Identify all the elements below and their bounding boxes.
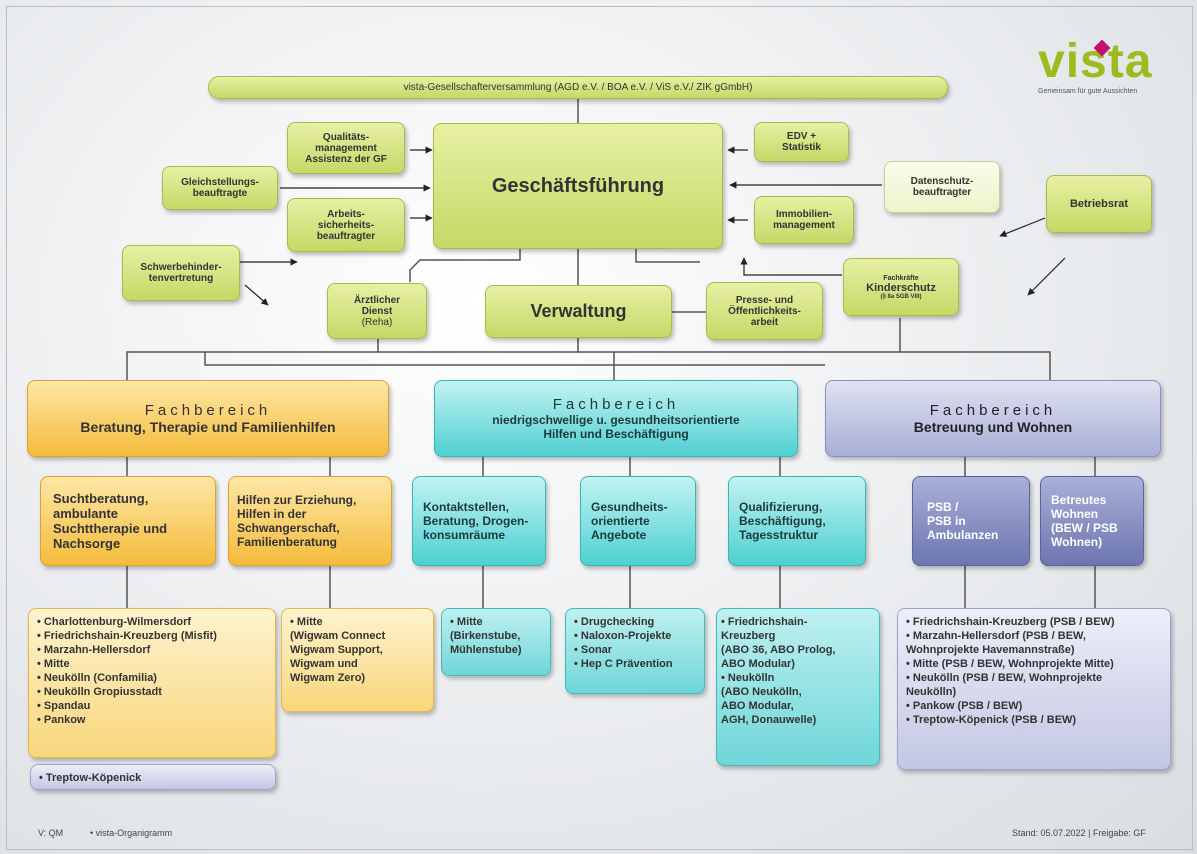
kinderschutz-top: Fachkräfte <box>883 274 919 282</box>
list-item: • Marzahn-Hellersdorf <box>37 644 151 656</box>
footer-version: V: QM <box>38 828 64 838</box>
list-item: • Mitte (Birkenstube, Mühlenstube) <box>450 616 522 656</box>
kinderschutz-sub: (§ 8a SGB VIII) <box>880 293 922 300</box>
list-item: • Treptow-Köpenick (PSB / BEW) <box>906 714 1077 726</box>
area-qualifizierung: Qualifizierung, Beschäftigung, Tagesstru… <box>728 476 866 566</box>
aerztlicher-dienst-title: Ärztlicher Dienst <box>353 294 401 317</box>
list-item: • Neukölln Gropiusstadt <box>37 686 162 698</box>
list-item: • Mitte (Wigwam Connect Wigwam Support, … <box>290 616 386 684</box>
fachbereich-niedrigschwellig: Fachbereich niedrigschwellige u. gesundh… <box>434 380 798 457</box>
list-item: • Mitte <box>37 658 70 670</box>
geschaeftsfuehrung-box: Geschäftsführung <box>433 123 723 249</box>
list-item: • Neukölln (Confamilia) <box>37 672 157 684</box>
fachbereich-title: Betreuung und Wohnen <box>913 419 1073 435</box>
list-item: • Hep C Prävention <box>574 658 673 670</box>
footer-title: • vista-Organigramm <box>90 828 173 838</box>
list-kontakt: • Mitte (Birkenstube, Mühlenstube) <box>441 608 551 676</box>
aerztlicher-dienst-box: Ärztlicher Dienst (Reha) <box>327 283 427 339</box>
list-wohnen: • Friedrichshain-Kreuzberg (PSB / BEW) •… <box>897 608 1171 770</box>
gleichstellung-box: Gleichstellungs- beauftragte <box>162 166 278 210</box>
list-item: • Pankow <box>37 714 86 726</box>
list-item: • Neukölln (ABO Neukölln, ABO Modular, A… <box>721 672 817 726</box>
fachbereich-title: Beratung, Therapie und Familienhilfen <box>80 419 336 435</box>
fachbereich-label: Fachbereich <box>929 402 1057 419</box>
list-item: • Naloxon-Projekte <box>574 630 672 642</box>
list-item: • Drugchecking <box>574 616 655 628</box>
list-item: • Pankow (PSB / BEW) <box>906 700 1023 712</box>
list-item: • Friedrichshain-Kreuzberg (PSB / BEW) <box>906 616 1115 628</box>
list-item: • Charlottenburg-Wilmersdorf <box>37 616 192 628</box>
area-betreutes-wohnen: Betreutes Wohnen (BEW / PSB Wohnen) <box>1040 476 1144 566</box>
area-hilfen-erziehung: Hilfen zur Erziehung, Hilfen in der Schw… <box>228 476 392 566</box>
area-psb: PSB / PSB in Ambulanzen <box>912 476 1030 566</box>
list-treptow: • Treptow-Köpenick <box>30 764 276 790</box>
vista-logo: vista Gemeinsam für gute Aussichten <box>1038 38 1163 96</box>
fachbereich-beratung: Fachbereich Beratung, Therapie und Famil… <box>27 380 389 457</box>
area-suchtberatung: Suchtberatung, ambulante Suchttherapie u… <box>40 476 216 566</box>
list-item: • Mitte (PSB / BEW, Wohnprojekte Mitte) <box>906 658 1114 670</box>
list-gesundheit: • Drugchecking • Naloxon-Projekte • Sona… <box>565 608 705 694</box>
list-item: • Sonar <box>574 644 613 656</box>
aerztlicher-dienst-sub: (Reha) <box>361 316 393 328</box>
list-item: • Spandau <box>37 700 91 712</box>
fachbereich-wohnen: Fachbereich Betreuung und Wohnen <box>825 380 1161 457</box>
list-sucht: • Charlottenburg-Wilmersdorf • Friedrich… <box>28 608 276 758</box>
list-item: • Treptow-Köpenick <box>39 772 142 784</box>
fachbereich-label: Fachbereich <box>552 396 680 413</box>
fachbereich-title: niedrigschwellige u. gesundheitsorientie… <box>492 413 740 441</box>
datenschutz-box: Datenschutz- beauftragter <box>884 161 1000 213</box>
immobilien-box: Immobilien- management <box>754 196 854 244</box>
area-gesundheit: Gesundheits- orientierte Angebote <box>580 476 696 566</box>
list-qualifizierung: • Friedrichshain- Kreuzberg (ABO 36, ABO… <box>716 608 880 766</box>
betriebsrat-box: Betriebsrat <box>1046 175 1152 233</box>
list-item: • Friedrichshain- Kreuzberg (ABO 36, ABO… <box>721 616 836 670</box>
verwaltung-box: Verwaltung <box>485 285 672 338</box>
list-hilfen: • Mitte (Wigwam Connect Wigwam Support, … <box>281 608 434 712</box>
area-kontaktstellen: Kontaktstellen, Beratung, Drogen- konsum… <box>412 476 546 566</box>
list-item: • Friedrichshain-Kreuzberg (Misfit) <box>37 630 217 642</box>
shareholders-bar: vista-Gesellschafterversammlung (AGD e.V… <box>208 76 948 99</box>
kinderschutz-box: Fachkräfte Kinderschutz (§ 8a SGB VIII) <box>843 258 959 316</box>
list-item: • Marzahn-Hellersdorf (PSB / BEW, Wohnpr… <box>906 630 1086 656</box>
edv-box: EDV + Statistik <box>754 122 849 162</box>
fachbereich-label: Fachbereich <box>144 402 272 419</box>
qm-box: Qualitäts- management Assistenz der GF <box>287 122 405 174</box>
list-item: • Neukölln (PSB / BEW, Wohnprojekte Neuk… <box>906 672 1103 698</box>
presse-box: Presse- und Öffentlichkeits- arbeit <box>706 282 823 340</box>
kinderschutz-title: Kinderschutz <box>866 281 936 294</box>
arbeitssicherheit-box: Arbeits- sicherheits- beauftragter <box>287 198 405 252</box>
logo-tagline: Gemeinsam für gute Aussichten <box>1038 88 1138 95</box>
schwerbehinderten-box: Schwerbehinder- tenvertretung <box>122 245 240 301</box>
footer-date: Stand: 05.07.2022 | Freigabe: GF <box>1012 828 1146 838</box>
page-frame <box>6 6 1193 850</box>
